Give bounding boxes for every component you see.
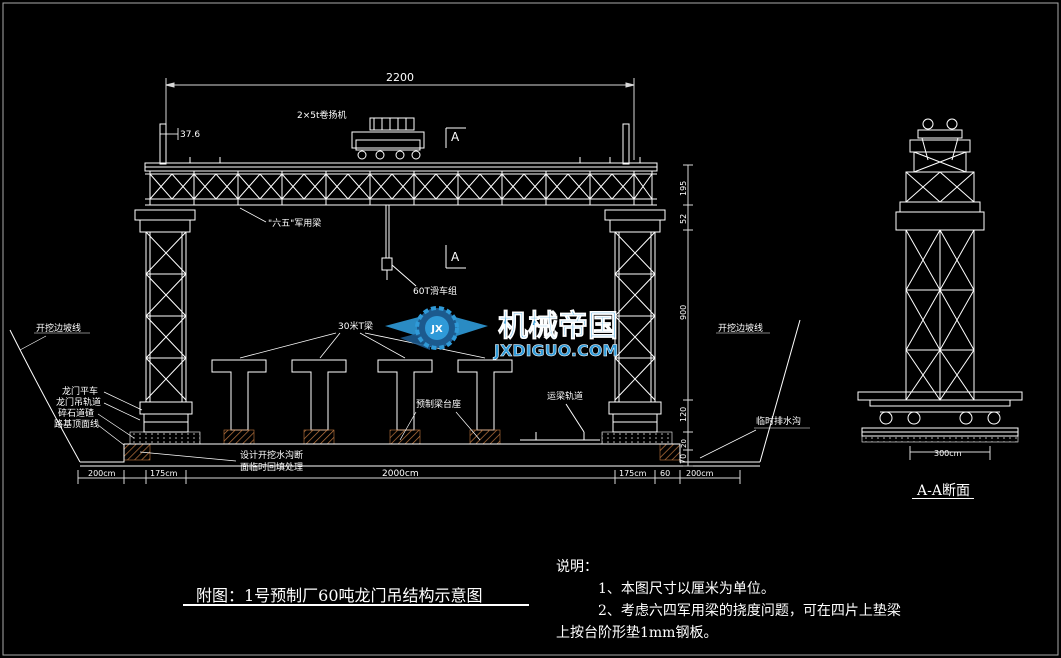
dim-overhang [159, 128, 179, 140]
watermark-en: JXDIGUO.COM [493, 341, 618, 360]
dim-right-v4: 120 [679, 407, 688, 422]
section-mark-bottom [445, 245, 466, 269]
gravel-label: 碎石道碴 [58, 407, 94, 419]
main-truss-beam [144, 123, 658, 206]
note-2: 2、考虑六四军用梁的挠度问题，可在四片上垫梁 [598, 603, 901, 619]
section-title-underline [912, 498, 974, 499]
dim-bottom-mid: 2000cm [382, 469, 419, 479]
dim-right-v3: 900 [679, 305, 688, 320]
gantry-track-label: 龙门吊轨道 [56, 396, 101, 408]
dim-bottom-left-inner: 175cm [150, 469, 178, 478]
dim-bottom [77, 470, 741, 484]
pedestal-label: 预制梁台座 [416, 398, 461, 410]
section-mark-top [445, 127, 466, 148]
drain-note-2: 面临时回填处理 [240, 461, 303, 473]
dim-right-v6: 20 [680, 439, 688, 448]
dim-overhang-label: 37.6 [180, 130, 200, 140]
left-leg [134, 209, 196, 433]
transport-label: 运梁轨道 [547, 390, 583, 402]
title-underline [183, 604, 529, 606]
drain-note-1: 设计开挖水沟断 [240, 449, 303, 461]
section-mark-top-label: A [451, 130, 460, 144]
girder-label: 30米T梁 [338, 320, 373, 332]
note-1: 1、本图尺寸以厘米为单位。 [598, 581, 775, 597]
dim-right-v2: 52 [679, 214, 688, 224]
watermark-cn: 机械帝国 [498, 309, 618, 344]
slope-left-label: 开挖边坡线 [36, 322, 81, 334]
gantry-cart-label: 龙门平车 [62, 385, 98, 397]
dim-bottom-left-outer: 200cm [88, 469, 116, 478]
winch-assembly [351, 117, 425, 160]
watermark-logo [385, 306, 488, 350]
section-dim-label: 300cm [934, 449, 962, 458]
right-leg [604, 209, 666, 433]
road-top-label: 路基顶面线 [54, 418, 99, 430]
t-girders [211, 359, 513, 431]
temp-drain-label: 临时排水沟 [756, 415, 801, 427]
ground-line [80, 443, 760, 467]
girder-pedestals [223, 429, 501, 445]
winch-label: 2×5t卷扬机 [297, 109, 347, 121]
dim-right-v5: 70 [679, 454, 688, 464]
hoist-pulley [381, 205, 417, 287]
notes-heading: 说明： [556, 559, 598, 575]
pulley-label: 60T滑车组 [413, 285, 457, 297]
section-view [857, 118, 1023, 437]
dim-span-label: 2200 [386, 71, 414, 84]
section-dim [909, 446, 991, 460]
dim-right-vertical [683, 164, 693, 467]
dim-bottom-right-small: 60 [660, 469, 670, 478]
drawing-title: 附图：1号预制厂60吨龙门吊结构示意图 [196, 586, 483, 605]
beam-label: "六五"军用梁 [268, 217, 321, 229]
dim-bottom-right-inner: 175cm [619, 469, 647, 478]
note-3: 上按台阶形垫1mm钢板。 [556, 625, 718, 641]
section-mark-bottom-label: A [451, 250, 460, 264]
watermark-badge: JX [430, 324, 443, 335]
section-title: A-A断面 [917, 483, 970, 499]
dim-bottom-right-outer: 200cm [686, 469, 714, 478]
slope-lines [9, 319, 801, 463]
dim-right-v1: 195 [679, 181, 688, 196]
left-leaders [97, 391, 143, 446]
transport-rails [520, 403, 600, 441]
slope-right-label: 开挖边坡线 [718, 322, 763, 334]
